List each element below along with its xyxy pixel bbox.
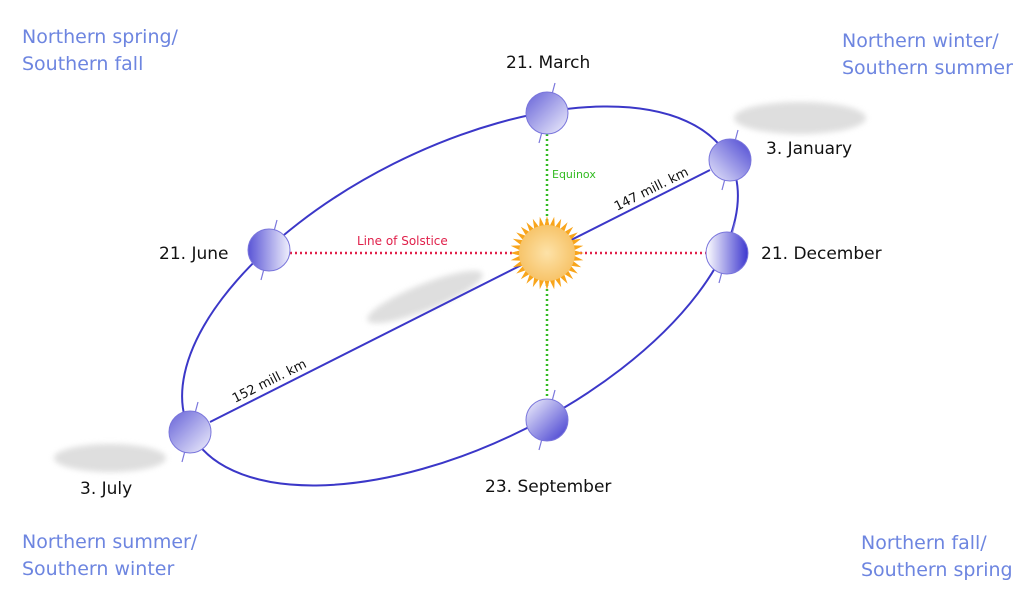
season-bottom-left: Northern summer/ Southern winter xyxy=(22,529,197,583)
date-march: 21. March xyxy=(506,53,591,73)
date-september: 23. September xyxy=(485,477,612,497)
season-top-right: Northern winter/ Southern summer xyxy=(842,28,1013,82)
earth-globe xyxy=(247,228,291,272)
earth-january-icon xyxy=(708,129,752,191)
aphelion-distance-label: 152 mill. km xyxy=(230,357,309,407)
season-line: Southern fall xyxy=(22,53,144,75)
earth-june-icon xyxy=(247,219,291,281)
earth-globe xyxy=(168,410,212,454)
earth-globe xyxy=(705,231,749,275)
earth-july-icon xyxy=(168,401,212,463)
sun-icon xyxy=(510,216,584,290)
date-july: 3. July xyxy=(80,479,133,499)
cloud-center xyxy=(367,270,483,324)
season-line: Northern fall/ xyxy=(861,532,987,554)
sun-disc xyxy=(519,225,575,281)
earth-december-icon xyxy=(705,222,749,284)
season-line: Northern spring/ xyxy=(22,26,178,48)
solstice-label: Line of Solstice xyxy=(357,234,448,248)
season-top-left: Northern spring/ Southern fall xyxy=(22,24,178,78)
season-line: Northern summer/ xyxy=(22,531,198,553)
date-june: 21. June xyxy=(159,244,229,264)
earth-globe xyxy=(525,91,569,135)
season-line: Southern spring xyxy=(861,559,1013,581)
apsis-line xyxy=(209,169,711,423)
earth-globe xyxy=(525,398,569,442)
date-december: 21. December xyxy=(761,244,882,264)
cloud-top-right xyxy=(734,102,866,134)
cloud-bottom-left xyxy=(54,444,166,472)
perihelion-distance-label: 147 mill. km xyxy=(612,165,691,215)
season-line: Southern summer xyxy=(842,57,1013,79)
season-line: Northern winter/ xyxy=(842,30,999,52)
date-january: 3. January xyxy=(766,139,853,159)
earth-globe xyxy=(708,138,752,182)
earth-march-icon xyxy=(525,82,569,144)
season-bottom-right: Northern fall/ Southern spring xyxy=(861,530,1013,584)
season-line: Southern winter xyxy=(22,558,175,580)
cloud-smudges xyxy=(54,102,866,472)
equinox-label: Equinox xyxy=(552,168,596,181)
earth-september-icon xyxy=(525,389,569,451)
